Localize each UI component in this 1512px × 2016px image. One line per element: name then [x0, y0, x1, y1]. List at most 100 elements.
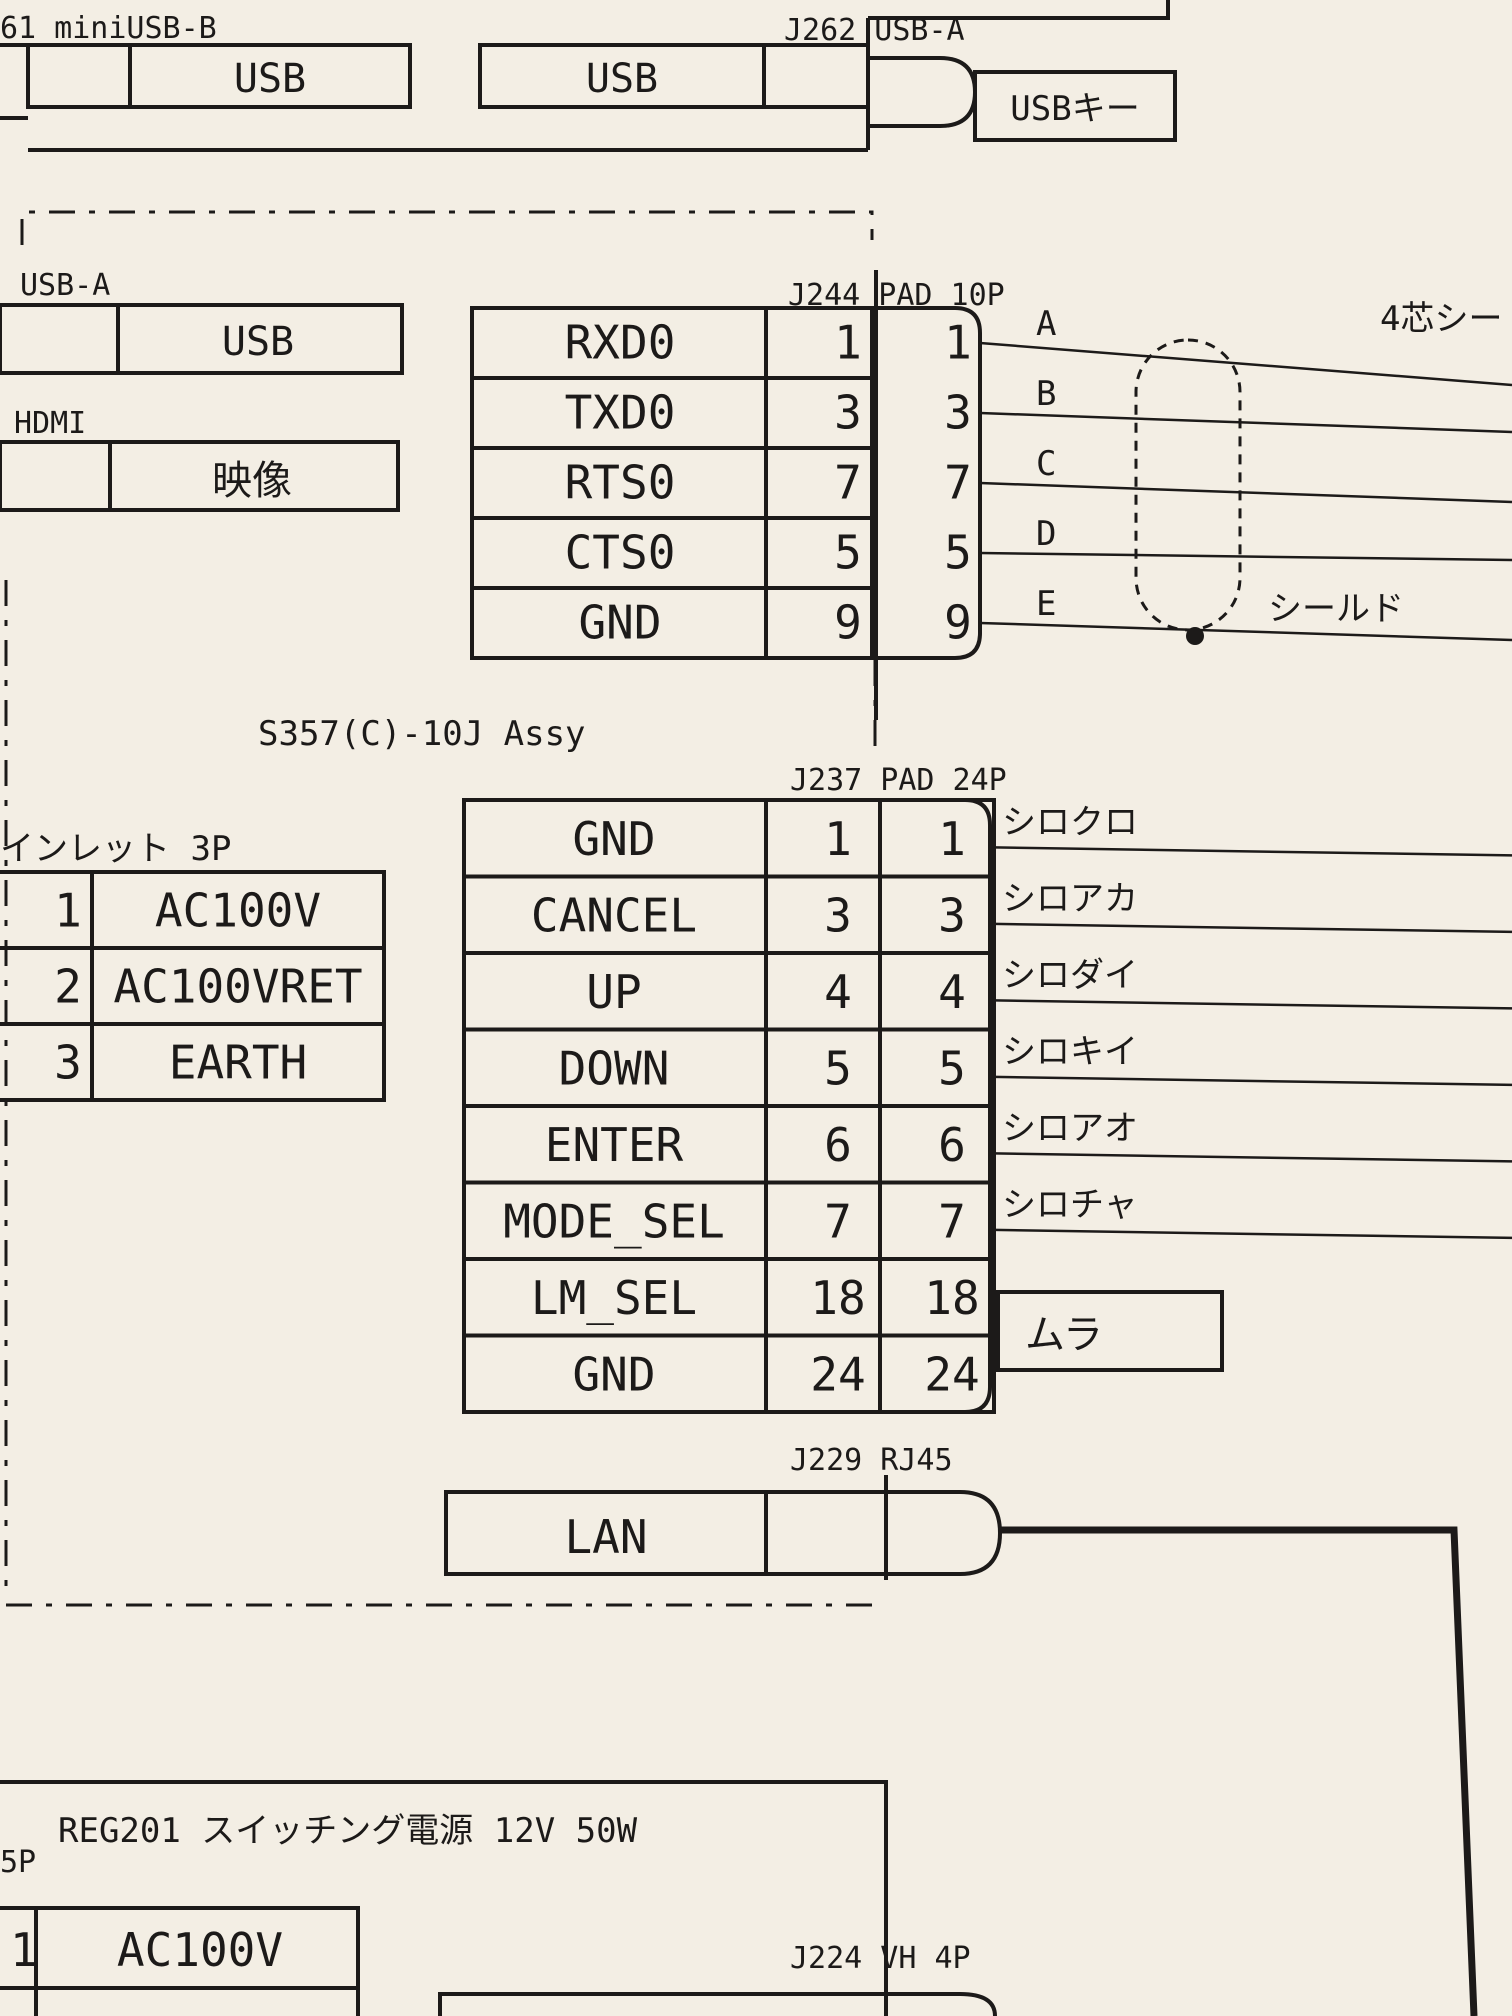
j237-pin-b: 3: [938, 889, 966, 943]
assy-label: S357(C)-10J Assy: [258, 714, 586, 754]
j237-pin-a: 18: [810, 1271, 865, 1325]
j237-label: J237 PAD 24P: [790, 763, 1007, 798]
j237-pin-a: 5: [824, 1042, 852, 1096]
shield-label: シールド: [1268, 589, 1404, 629]
j244-signal: GND: [578, 595, 661, 649]
j237-pin-a: 3: [824, 889, 852, 943]
inlet-label: インレット 3P: [0, 829, 231, 869]
usb-key-label: USBキー: [1010, 89, 1139, 129]
j244-wire-label: A: [1036, 304, 1056, 344]
reg201-pin-1: 1: [10, 1923, 38, 1977]
j244-signal: RTS0: [565, 455, 676, 509]
j237-wire: [993, 999, 1512, 1010]
j237-pin-b: 5: [938, 1042, 966, 1096]
j237-pin-a: 24: [810, 1348, 865, 1402]
j237-pin-b: 7: [938, 1195, 966, 1249]
j237-signal: UP: [586, 965, 641, 1019]
j237-wire-label: シロアカ: [1002, 879, 1138, 919]
j237-pin-b: 4: [938, 965, 966, 1019]
j229-label: J229 RJ45: [790, 1443, 953, 1478]
usb-a-left-connector: [0, 303, 404, 375]
lan-connector: [444, 1490, 888, 1576]
j244-wire: [979, 621, 1512, 642]
j244-pin-a: 7: [834, 455, 862, 509]
usb-key-box: [973, 70, 1177, 142]
j237-pin-a: 6: [824, 1118, 852, 1172]
j237-wire: [993, 846, 1512, 857]
j224-label: J224 VH 4P: [790, 1941, 971, 1976]
hdmi-cell: 映像: [212, 458, 292, 504]
cable-label: 4芯シー: [1380, 299, 1502, 339]
inlet-signal: EARTH: [169, 1036, 307, 1090]
j237-wire: [993, 1152, 1512, 1163]
inlet-pin: 3: [54, 1036, 82, 1090]
jumper-label: ムラ: [1025, 1312, 1103, 1358]
j244-pin-a: 1: [834, 315, 862, 369]
j237-pin-a: 4: [824, 965, 852, 1019]
j237-signal: GND: [572, 1348, 655, 1402]
j237-wire-label: シロキイ: [1002, 1032, 1138, 1072]
j237-wire-label: シロダイ: [1002, 955, 1138, 995]
j237-signal: MODE_SEL: [503, 1195, 725, 1249]
j237-wire: [993, 1228, 1512, 1240]
j244-wire: [979, 481, 1512, 504]
j244-signal: TXD0: [565, 385, 676, 439]
reg201-title: REG201 スイッチング電源 12V 50W: [58, 1811, 638, 1851]
inlet-pin: 1: [54, 884, 82, 938]
j237-wire: [993, 1075, 1512, 1087]
j237-wire-label: シロチャ: [1002, 1185, 1138, 1225]
reg201-side-label: 5P: [0, 1845, 36, 1880]
usb-left-cell: USB: [234, 56, 306, 102]
j244-wire: [979, 551, 1512, 562]
hdmi-label: HDMI: [14, 406, 86, 441]
j244-pin-b: 3: [944, 385, 972, 439]
j237-rows: GND 1 1 シロクロ CANCEL 3 3 シロアカ UP 4 4 シロダイ DOWN 5 5 シロキイ E…: [464, 802, 1512, 1402]
j237-signal: LM_SEL: [531, 1271, 697, 1325]
lan-cable: [1000, 1526, 1478, 2016]
reg201-signal-1: AC100V: [117, 1923, 283, 1977]
j237-wire: [993, 922, 1512, 934]
j237-wire-label: シロアオ: [1002, 1108, 1138, 1148]
j237-pin-b: 18: [924, 1271, 979, 1325]
hdmi-connector: [0, 440, 400, 512]
j244-wire-label: D: [1036, 514, 1056, 554]
j237-signal: CANCEL: [531, 889, 697, 943]
j237-signal: ENTER: [545, 1118, 684, 1172]
j237-pin-a: 1: [824, 812, 852, 866]
j237-pin-b: 1: [938, 812, 966, 866]
mini-usb-label: 61 miniUSB-B: [0, 11, 217, 46]
j244-pin-b: 9: [944, 595, 972, 649]
shield-outline: [1134, 338, 1242, 632]
inlet-table: [0, 870, 386, 1102]
j237-signal: GND: [572, 812, 655, 866]
j244-wire-label: E: [1036, 584, 1056, 624]
j244-signal: CTS0: [565, 525, 676, 579]
inlet-signal: AC100VRET: [113, 960, 362, 1014]
mini-usb-connector: [26, 43, 412, 109]
j237-signal: DOWN: [559, 1042, 670, 1096]
jumper-box: [996, 1290, 1224, 1372]
j244-wire-label: C: [1036, 444, 1056, 484]
usb-a-cell: USB: [222, 319, 294, 365]
j237-pin-a: 7: [824, 1195, 852, 1249]
inlet-pin: 2: [54, 960, 82, 1014]
usb-a-label: USB-A: [20, 268, 110, 303]
j237-pin-b: 6: [938, 1118, 966, 1172]
j237-wire-label: シロクロ: [1002, 802, 1138, 842]
shield-drain-dot: [1186, 627, 1204, 645]
j244-pin-b: 5: [944, 525, 972, 579]
usb-a-connector: [478, 43, 870, 109]
j244-pin-b: 7: [944, 455, 972, 509]
reg201-table: [0, 1906, 360, 2016]
j244-pin-a: 5: [834, 525, 862, 579]
j244-pin-a: 9: [834, 595, 862, 649]
j237-pin-b: 24: [924, 1348, 979, 1402]
j244-wire: [979, 341, 1512, 387]
usb-right-cell: USB: [586, 56, 658, 102]
j244-wire-label: B: [1036, 374, 1056, 414]
j244-signal: RXD0: [565, 315, 676, 369]
j244-wire: [979, 411, 1512, 434]
